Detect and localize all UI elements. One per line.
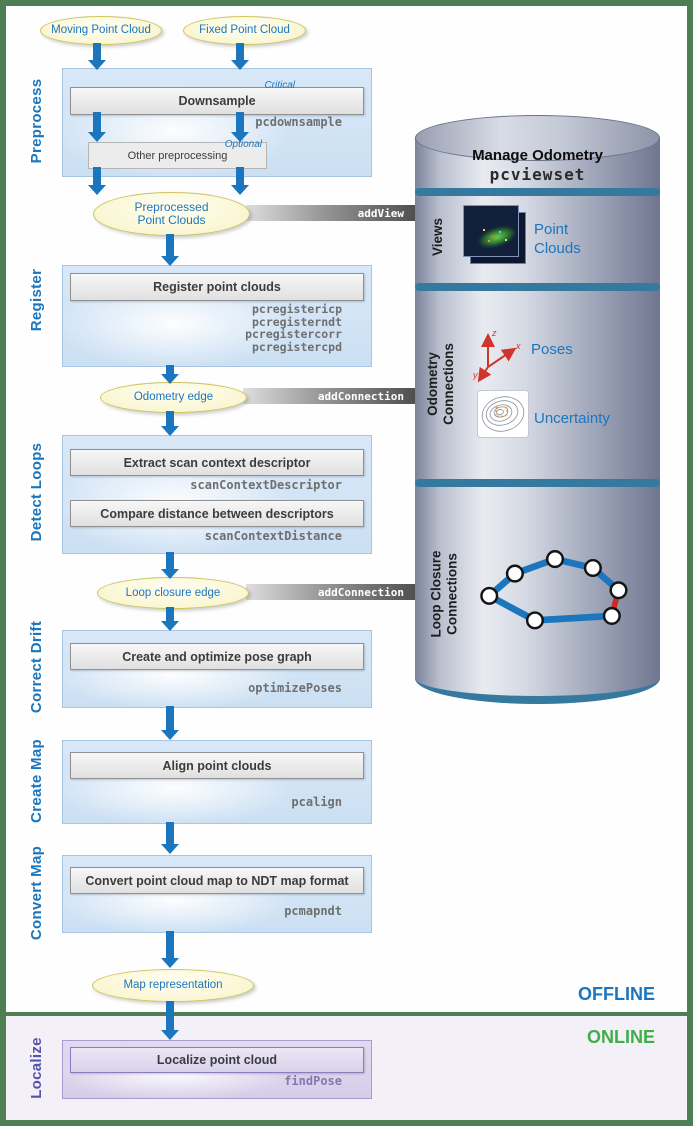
- arrow-moving-to-preprocess: [88, 43, 106, 70]
- arrow-downsample-to-other-right: [231, 112, 249, 142]
- poses-item: Poses: [531, 341, 573, 358]
- pcviewset-cylinder-top: [415, 115, 660, 161]
- pose-graph-icon: [477, 540, 633, 635]
- cylinder-title: Manage Odometry: [472, 147, 603, 164]
- addconnection-odometry-label[interactable]: addConnection: [317, 389, 404, 403]
- online-label: ONLINE: [586, 1027, 655, 1047]
- pcregistercorr-function[interactable]: pcregistercorr: [245, 327, 342, 341]
- arrow-detect-loops-to-loop-closure-edge: [161, 552, 179, 579]
- views-section-label: Views: [430, 217, 445, 257]
- loop-closure-edge-node: Loop closure edge: [97, 577, 249, 609]
- optional-tag: Optional: [224, 139, 262, 150]
- x-axis-label: x: [515, 341, 521, 351]
- pcalign-function[interactable]: pcalign: [291, 795, 342, 809]
- addview-connector: addView: [246, 205, 418, 221]
- offline-label: OFFLINE: [578, 984, 655, 1004]
- poses-axes-icon: z x y: [472, 327, 523, 383]
- odometry-edge-node: Odometry edge: [100, 382, 247, 413]
- pcviewset-cylinder-body: [415, 137, 660, 704]
- arrow-other-to-preprocessed-right: [231, 167, 249, 195]
- localize-step: Localize point cloud: [70, 1047, 364, 1073]
- convert-ndt-step: Convert point cloud map to NDT map forma…: [70, 867, 364, 894]
- moving-point-cloud-node: Moving Point Cloud: [40, 16, 162, 45]
- pcregistericp-function[interactable]: pcregistericp: [251, 302, 342, 316]
- fixed-point-cloud-node: Fixed Point Cloud: [183, 16, 306, 45]
- optimize-pose-graph-step: Create and optimize pose graph: [70, 643, 364, 670]
- compare-distance-step: Compare distance between descriptors: [70, 500, 364, 527]
- arrow-preprocessed-to-register: [161, 234, 179, 266]
- pcregisterndt-function[interactable]: pcregisterndt: [251, 314, 342, 329]
- arrow-loop-closure-edge-to-correct-drift: [161, 607, 179, 631]
- scancontextdescriptor-function[interactable]: scanContextDescriptor: [190, 478, 342, 492]
- map-representation-node: Map representation: [92, 969, 254, 1002]
- findpose-function[interactable]: findPose: [284, 1074, 342, 1088]
- point-clouds-item: Point Clouds: [534, 221, 581, 257]
- arrow-fixed-to-preprocess: [231, 43, 249, 70]
- pcmapndt-function[interactable]: pcmapndt: [284, 904, 342, 918]
- arrow-create-map-to-convert-map: [161, 822, 179, 854]
- cylinder-divider-band: [415, 283, 660, 291]
- stage-label-preprocess: Preprocess: [27, 78, 45, 164]
- stage-label-correct-drift: Correct Drift: [27, 620, 45, 714]
- register-functions: pcregistericp pcregisterndt pcregisterco…: [62, 303, 342, 353]
- stage-label-detect-loops: Detect Loops: [27, 442, 45, 542]
- uncertainty-contour-icon: [477, 390, 529, 438]
- register-step: Register point clouds: [70, 273, 364, 301]
- cylinder-divider-band: [415, 479, 660, 487]
- optimizeposes-function[interactable]: optimizePoses: [248, 681, 342, 695]
- scancontextdistance-function[interactable]: scanContextDistance: [204, 529, 342, 543]
- uncertainty-item: Uncertainty: [534, 410, 610, 427]
- cylinder-pcviewset-name[interactable]: pcviewset: [489, 165, 586, 184]
- stage-label-convert-map: Convert Map: [27, 845, 45, 941]
- loop-closure-connections-label: Loop Closure Connections: [428, 550, 460, 638]
- critical-tag: Critical: [264, 80, 295, 91]
- y-axis-label: y: [473, 370, 478, 380]
- stage-label-register: Register: [27, 268, 45, 332]
- align-point-clouds-step: Align point clouds: [70, 752, 364, 779]
- pcregistercpd-function[interactable]: pcregistercpd: [251, 339, 342, 354]
- downsample-step: Downsample: [70, 87, 364, 115]
- odometry-connections-label: Odometry Connections: [425, 343, 456, 425]
- arrow-odometry-edge-to-detect-loops: [161, 411, 179, 436]
- stage-label-create-map: Create Map: [27, 739, 45, 823]
- arrow-map-representation-to-localize: [161, 1001, 179, 1040]
- arrow-downsample-to-other-left: [88, 112, 106, 142]
- extract-descriptor-step: Extract scan context descriptor: [70, 449, 364, 476]
- preprocessed-point-clouds-node: Preprocessed Point Clouds: [93, 192, 250, 236]
- point-cloud-thumbnail-icon: [463, 205, 526, 264]
- arrow-correct-drift-to-create-map: [161, 706, 179, 740]
- cylinder-bottom-band: [415, 660, 660, 704]
- other-preprocessing-step: Other preprocessing: [88, 142, 267, 169]
- pcdownsample-function[interactable]: pcdownsample: [255, 115, 342, 129]
- addconnection-loop-connector: addConnection: [246, 584, 418, 600]
- arrow-register-to-odometry-edge: [161, 365, 179, 384]
- point-cloud-streak: [473, 221, 521, 253]
- stage-label-localize: Localize: [27, 1037, 45, 1099]
- cylinder-divider-band: [415, 188, 660, 196]
- addconnection-odometry-connector: addConnection: [243, 388, 418, 404]
- addview-label[interactable]: addView: [357, 206, 404, 220]
- z-axis-label: z: [491, 328, 497, 338]
- arrow-other-to-preprocessed-left: [88, 167, 106, 195]
- addconnection-loop-label[interactable]: addConnection: [317, 585, 404, 599]
- arrow-convert-map-to-map-representation: [161, 931, 179, 968]
